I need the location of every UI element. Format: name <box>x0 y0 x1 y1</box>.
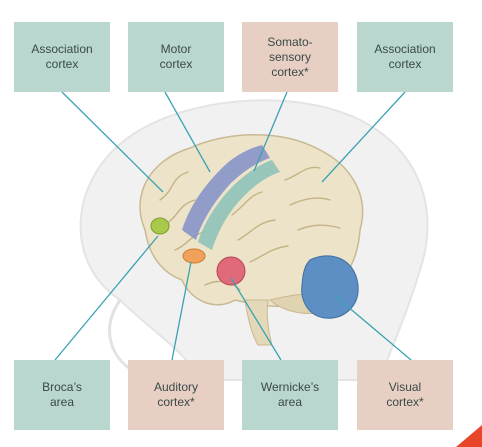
label-somatosensory-cortex: Somato- sensory cortex* <box>242 22 338 92</box>
visual-cortex-region <box>301 255 359 319</box>
label-wernickes-area: Wernicke’s area <box>242 360 338 430</box>
label-visual-cortex-text: Visual cortex* <box>386 380 424 409</box>
leader-association-left <box>61 91 164 193</box>
leader-lines <box>54 91 412 361</box>
corner-accent <box>456 425 482 447</box>
label-visual-cortex: Visual cortex* <box>357 360 453 430</box>
leader-somatosensory <box>253 91 288 172</box>
wernicke-area-region <box>216 256 246 286</box>
label-auditory-cortex-text: Auditory cortex* <box>153 380 199 409</box>
label-motor-cortex-text: Motor cortex <box>159 42 193 71</box>
leader-wernicke <box>230 277 282 361</box>
label-association-cortex-right: Association cortex <box>357 22 453 92</box>
motor-cortex-region <box>182 145 270 240</box>
label-association-cortex-left: Association cortex <box>14 22 110 92</box>
leader-broca <box>54 235 159 361</box>
leader-auditory <box>171 261 192 361</box>
label-association-cortex-left-text: Association cortex <box>31 42 93 71</box>
label-wernickes-area-text: Wernicke’s area <box>260 380 320 409</box>
leader-motor <box>164 91 211 173</box>
leader-association-right <box>321 91 406 183</box>
label-brocas-area-text: Broca’s area <box>42 380 82 409</box>
auditory-cortex-region <box>182 248 206 264</box>
broca-area-region <box>150 217 170 235</box>
label-auditory-cortex: Auditory cortex* <box>128 360 224 430</box>
label-motor-cortex: Motor cortex <box>128 22 224 92</box>
label-somatosensory-cortex-text: Somato- sensory cortex* <box>267 34 313 79</box>
label-brocas-area: Broca’s area <box>14 360 110 430</box>
somatosensory-cortex-region <box>198 160 280 250</box>
leader-visual <box>333 294 412 361</box>
label-association-cortex-right-text: Association cortex <box>374 42 436 71</box>
